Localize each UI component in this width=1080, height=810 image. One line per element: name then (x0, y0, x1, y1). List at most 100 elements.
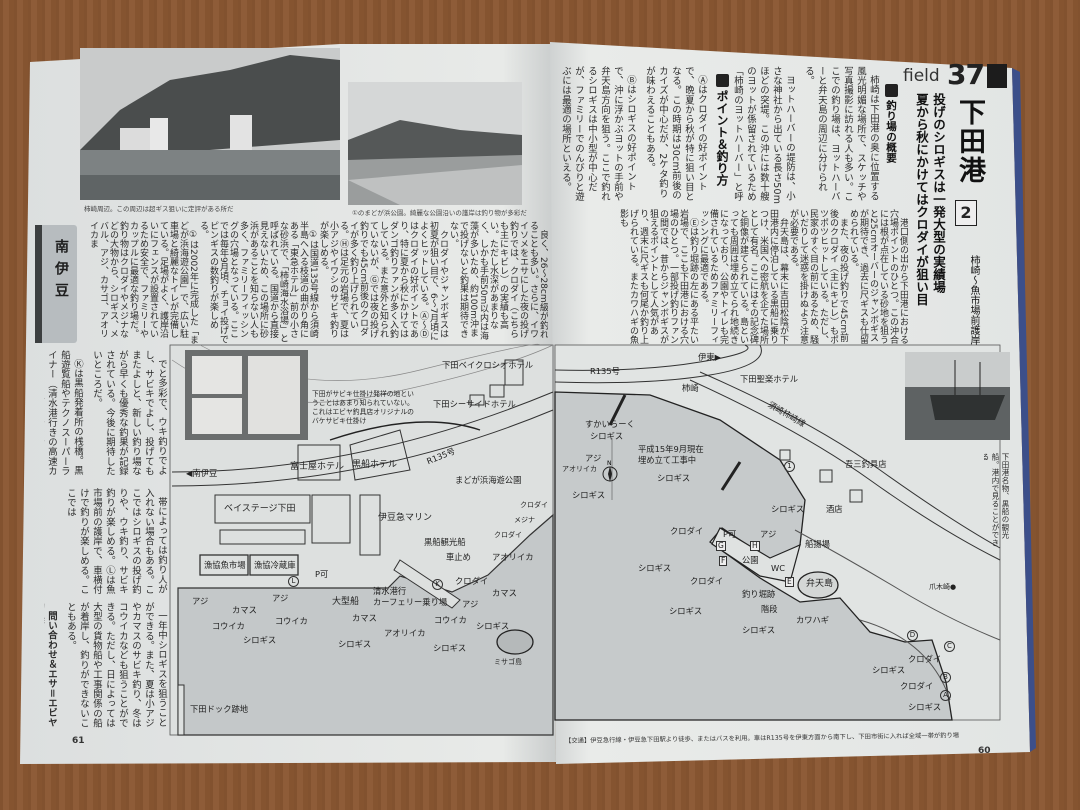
paragraph: ①は2002年に完成した「まどが浜海遊公園」で、広い駐車場と綺麗なトイレが完備し… (88, 221, 198, 344)
region-tab: 南伊豆 (35, 225, 77, 343)
map-label: 富士屋ホテル (290, 462, 345, 472)
article-text-side-1: でと多彩で、ウキ釣りでよし、サビキでよし、投げてもまたよしと、新しい釣り場ながら… (44, 350, 168, 482)
map-label-parking: P可 (723, 529, 737, 539)
paragraph: 港口側の出から下田港における穴場ポイントのひとつ。この沖合には根が点在している砂… (848, 209, 908, 344)
map-label-fish: カワハギ (796, 615, 830, 625)
paragraph: Ⓔは釣り堀跡の左にある平たい岩場で、ここも下田港における穴場のひとつ。一部投げ釣… (618, 209, 698, 344)
map-label: 車止め (446, 552, 471, 562)
map-label-fish: シロギス (771, 504, 805, 514)
article-text-side-2: 帯によっては釣り人が入れない場合もある。ここではシロギスの投げ釣りや、ウキ釣り、… (44, 488, 168, 596)
map-label: 船揚場 (805, 539, 830, 549)
map-label-island: 弁天島 (806, 579, 834, 589)
caption-line: うことはあまり知られていない。 (312, 399, 414, 407)
map-point-marker: E (785, 577, 794, 587)
map-label: カーフェリー乗り場 (373, 597, 448, 607)
heading-text: 釣り場の概要 (885, 100, 897, 163)
page-number-left: 61 (72, 736, 85, 746)
map-label-fish: アジ (462, 599, 479, 609)
map-label-fish: シロギス (572, 490, 606, 500)
map-label-fish: シロギス (476, 621, 510, 631)
map-point-marker: L (288, 576, 299, 587)
fishing-boat-icon (884, 84, 898, 97)
contact-info: 問い合わせ＆エサ＝エビヤ釣具店☎0558・22・2619 (46, 611, 57, 728)
map-label-fish: クロダイ (690, 576, 724, 586)
paragraph: Ⓚは黒船発着所の桟橋。黒船遊覧船やテクノスーパーライナー（清水港行きの高速カーフ… (46, 350, 83, 476)
map-label-toilet: WC (771, 563, 785, 573)
map-label-fish: アオリイカ (492, 552, 534, 562)
map-label: まどが浜海遊公園 (455, 475, 522, 485)
map-label-fish: コウイカ (275, 616, 308, 626)
caption-line: バケサビキ仕掛け (312, 417, 367, 425)
map-label-fish: アジ (585, 453, 602, 463)
map-label-fish: アジ (272, 593, 289, 603)
map-label: 酒店 (826, 504, 843, 514)
inset-caption: 下田がサビキ仕掛け発祥の地とい うことはあまり知られていない。 これはエビヤ釣具… (312, 390, 414, 426)
compass-north-icon: N (602, 460, 618, 482)
caption-line: これはエビヤ釣具店オリジナルの (312, 408, 414, 416)
map-label-note: 埋め立て工事中 (638, 455, 697, 465)
map-point-marker: 1 (784, 461, 795, 472)
map-label-fish: カマス (232, 605, 257, 615)
paragraph: 一年中シロギスを狙うことができる。また、夏は小アジやカマスのサビキ釣り、冬はコウ… (65, 602, 167, 728)
paragraph: 帯によっては釣り人が入れない場合もある。ここではシロギスの投げ釣りや、ウキ釣り、… (65, 488, 167, 595)
map-label: すかいらーく (585, 419, 635, 429)
photo-harbor-town (80, 48, 340, 200)
paragraph: また、夜の投げ釣りで45cm前後のクロダイ（主にキビレ）もポツポツヒットしている… (788, 209, 848, 344)
map-label-fish: シロギス (669, 606, 703, 616)
map-label-fish: アジ (760, 529, 777, 539)
paragraph: 柿崎は下田港の奥に位置する風光明媚な場所で、スケッチや写真撮影に訪れる人も多い。… (803, 66, 879, 202)
caption-line: 下田がサビキ仕掛け発祥の地とい (312, 390, 414, 398)
map-right-geometry (554, 344, 1010, 721)
map-label-fish: カマス (492, 588, 517, 598)
map-label-fish: シロギス (638, 563, 672, 573)
map-label: 公園 (742, 555, 759, 565)
map-label-parking: P可 (315, 569, 329, 579)
map-label-note: 平成15年9月現在 (638, 444, 704, 454)
field-number: 37 (947, 58, 985, 91)
map-label-direction: 爪木崎● (929, 583, 957, 591)
map-point-marker: K (432, 579, 443, 590)
map-label-fish: シロギス (908, 702, 942, 712)
map-label: 漁協冷蔵庫 (254, 560, 296, 570)
catchphrase-line-1: 投げのシロギスは一発大型の実績場 (931, 93, 946, 293)
section-heading-points: ポイント＆釣り方 (714, 74, 731, 186)
map-label: 下田シーサイドホテル (433, 399, 516, 409)
paragraph: Ⓑはシロギスの好ポイントで、沖に浮かぶヨットの手前や弁天島方向を狙う。ここで釣れ… (560, 66, 636, 202)
map-label-island: ミサゴ島 (494, 658, 522, 666)
paragraph: 弁天島は、幕末に吉田松陰が下田港内に停泊している黒船に乗りつけ、米国への密航を企… (698, 209, 788, 344)
map-point-marker: F (719, 556, 728, 566)
map-label-shop: 吾三釣具店 (845, 459, 887, 469)
map-label-direction: ◀南伊豆 (186, 468, 218, 478)
map-label-fish: アオリイカ (562, 465, 597, 473)
map-label: 階段 (761, 604, 778, 614)
subtitle: 柿崎～魚市場前護岸 (968, 255, 979, 345)
map-label-direction: 伊東▶ (698, 352, 721, 362)
map-label-fish: クロダイ (455, 576, 489, 586)
map-label-fish: クロダイ (908, 654, 942, 664)
fishing-boat-icon (715, 74, 729, 87)
heading-text: ポイント＆釣り方 (715, 90, 729, 186)
catchphrase-line-2: 夏から秋にかけてはクロダイが狙い目 (914, 93, 929, 306)
svg-text:N: N (607, 460, 612, 467)
map-label: 漁協魚市場 (204, 560, 246, 570)
map-label-road: R135号 (590, 366, 620, 376)
overview-text: 柿崎は下田港の奥に位置する風光明媚な場所で、スケッチや写真撮影に訪れる人も多い。… (734, 66, 880, 206)
paragraph: 良く、26～28cm級が釣れることも多い。さらに、イワイソメをエサにした夜の投げ… (448, 221, 548, 341)
map-label-fish: シロギス (742, 625, 776, 635)
map-label-fish: シロギス (590, 431, 624, 441)
photo-caption: 柿崎周辺。この周辺は超ギス狙いに定評がある所だ (84, 205, 234, 213)
photo-caption: 下田港名物、黒船の観光船。港内で見ることができる (984, 453, 1010, 547)
paragraph: でと多彩で、ウキ釣りでよし、サビキでよし、投げてもまたよしと、新しい釣り場ながら… (91, 350, 167, 476)
map-label: 下田ドック跡地 (190, 704, 249, 714)
map-label-fish: クロダイ (520, 501, 548, 509)
map-label-fish: シロギス (657, 473, 691, 483)
map-label: 下田ベイクロシオホテル (442, 360, 534, 370)
map-label-fish: コウイカ (434, 615, 467, 625)
map-label: 伊豆急マリン (378, 513, 433, 523)
map-label-fish: アジ (192, 596, 209, 606)
map-label: ベイステージ下田 (224, 504, 296, 514)
map-label-fish: メジナ (514, 516, 535, 524)
photo-caption: ①のまどが浜公園。綺麗な公園沿いの護岸は釣り物が多彩だ (352, 209, 527, 217)
paragraph: ①は国道135号線から須崎半島へ入る枝道の曲がり角にある「東急ホテル」前の小さな… (198, 221, 318, 344)
